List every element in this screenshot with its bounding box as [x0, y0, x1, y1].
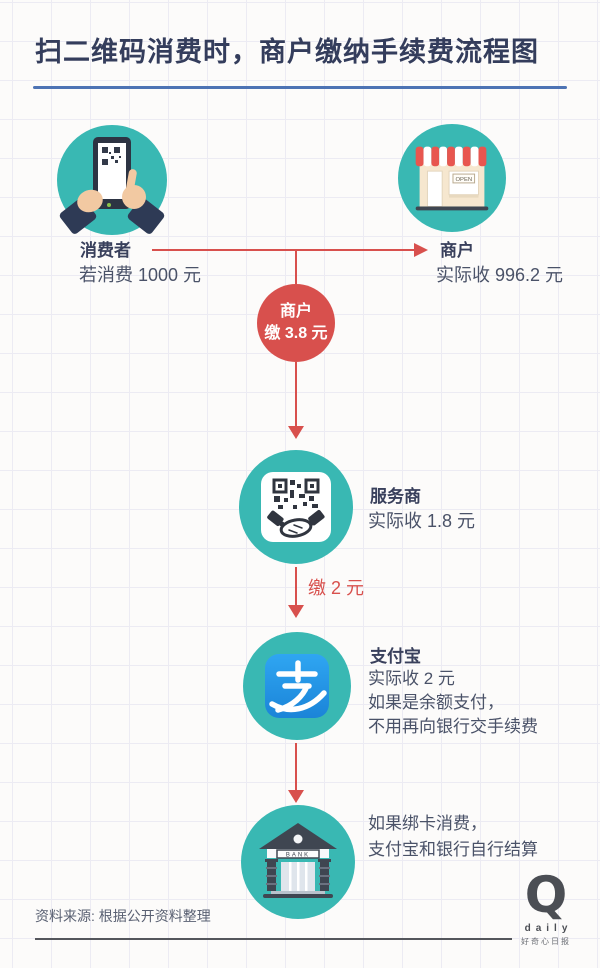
- qdaily-q-mark: Q: [524, 866, 568, 924]
- merchant-fee-line1: 商户: [279, 302, 312, 320]
- bank-building-icon: BANK: [259, 823, 337, 898]
- page-title: 扫二维码消费时，商户缴纳手续费流程图: [35, 37, 539, 67]
- bank-node-circle: BANK: [241, 805, 355, 919]
- arrow-down-icon: [288, 426, 304, 439]
- consumer-to-merchant-line: [152, 249, 416, 251]
- merchant-label: 商户: [440, 241, 474, 260]
- merchant-detail: 实际收 996.2 元: [436, 265, 564, 285]
- service-provider-node-circle: [239, 450, 353, 564]
- qdaily-wordmark: daily: [524, 922, 573, 934]
- qr-handshake-icon: [261, 472, 331, 542]
- title-underline: [33, 86, 567, 89]
- arrow-down-icon: [288, 790, 304, 803]
- alipay-note-line1: 如果是余额支付，: [368, 693, 504, 712]
- consumer-label: 消费者: [80, 241, 131, 260]
- alipay-to-bank-line: [295, 743, 297, 790]
- alipay-logo-icon: [265, 654, 329, 718]
- alipay-detail-block: 实际收 2 元 如果是余额支付， 不用再向银行交手续费: [368, 667, 538, 739]
- source-divider: [35, 938, 512, 940]
- source-note: 资料来源: 根据公开资料整理: [35, 908, 211, 924]
- qdaily-logo: Q daily 好奇心日报: [514, 866, 578, 947]
- service-provider-label: 服务商: [370, 487, 421, 506]
- alipay-node-circle: [243, 632, 351, 740]
- alipay-fee-label: 缴 2 元: [308, 578, 365, 598]
- merchant-node-circle: OPEN: [398, 124, 506, 232]
- arrow-down-icon: [288, 605, 304, 618]
- bank-note-block: 如果绑卡消费， 支付宝和银行自行结算: [368, 811, 538, 863]
- bank-sign-text: BANK: [286, 853, 310, 859]
- storefront-icon: OPEN: [415, 146, 489, 211]
- service-provider-detail: 实际收 1.8 元: [368, 511, 476, 531]
- alipay-label: 支付宝: [370, 647, 421, 666]
- alipay-detail: 实际收 2 元: [368, 669, 455, 688]
- bank-note-line1: 如果绑卡消费，: [368, 814, 487, 833]
- consumer-detail: 若消费 1000 元: [79, 265, 202, 285]
- bank-note-line2: 支付宝和银行自行结算: [368, 840, 538, 859]
- qdaily-chinese-name: 好奇心日报: [521, 936, 571, 946]
- open-sign-text: OPEN: [455, 177, 472, 183]
- fee-to-service-line: [295, 362, 297, 426]
- phone-qr-scan-icon: [59, 137, 165, 234]
- arrow-right-icon: [414, 243, 428, 257]
- service-to-alipay-line: [295, 567, 297, 605]
- alipay-note-line2: 不用再向银行交手续费: [368, 717, 538, 736]
- fee-branch-line: [295, 251, 297, 284]
- consumer-node-circle: [57, 125, 167, 235]
- merchant-fee-badge: 商户 缴 3.8 元: [257, 284, 335, 362]
- merchant-fee-line2: 缴 3.8 元: [264, 325, 328, 342]
